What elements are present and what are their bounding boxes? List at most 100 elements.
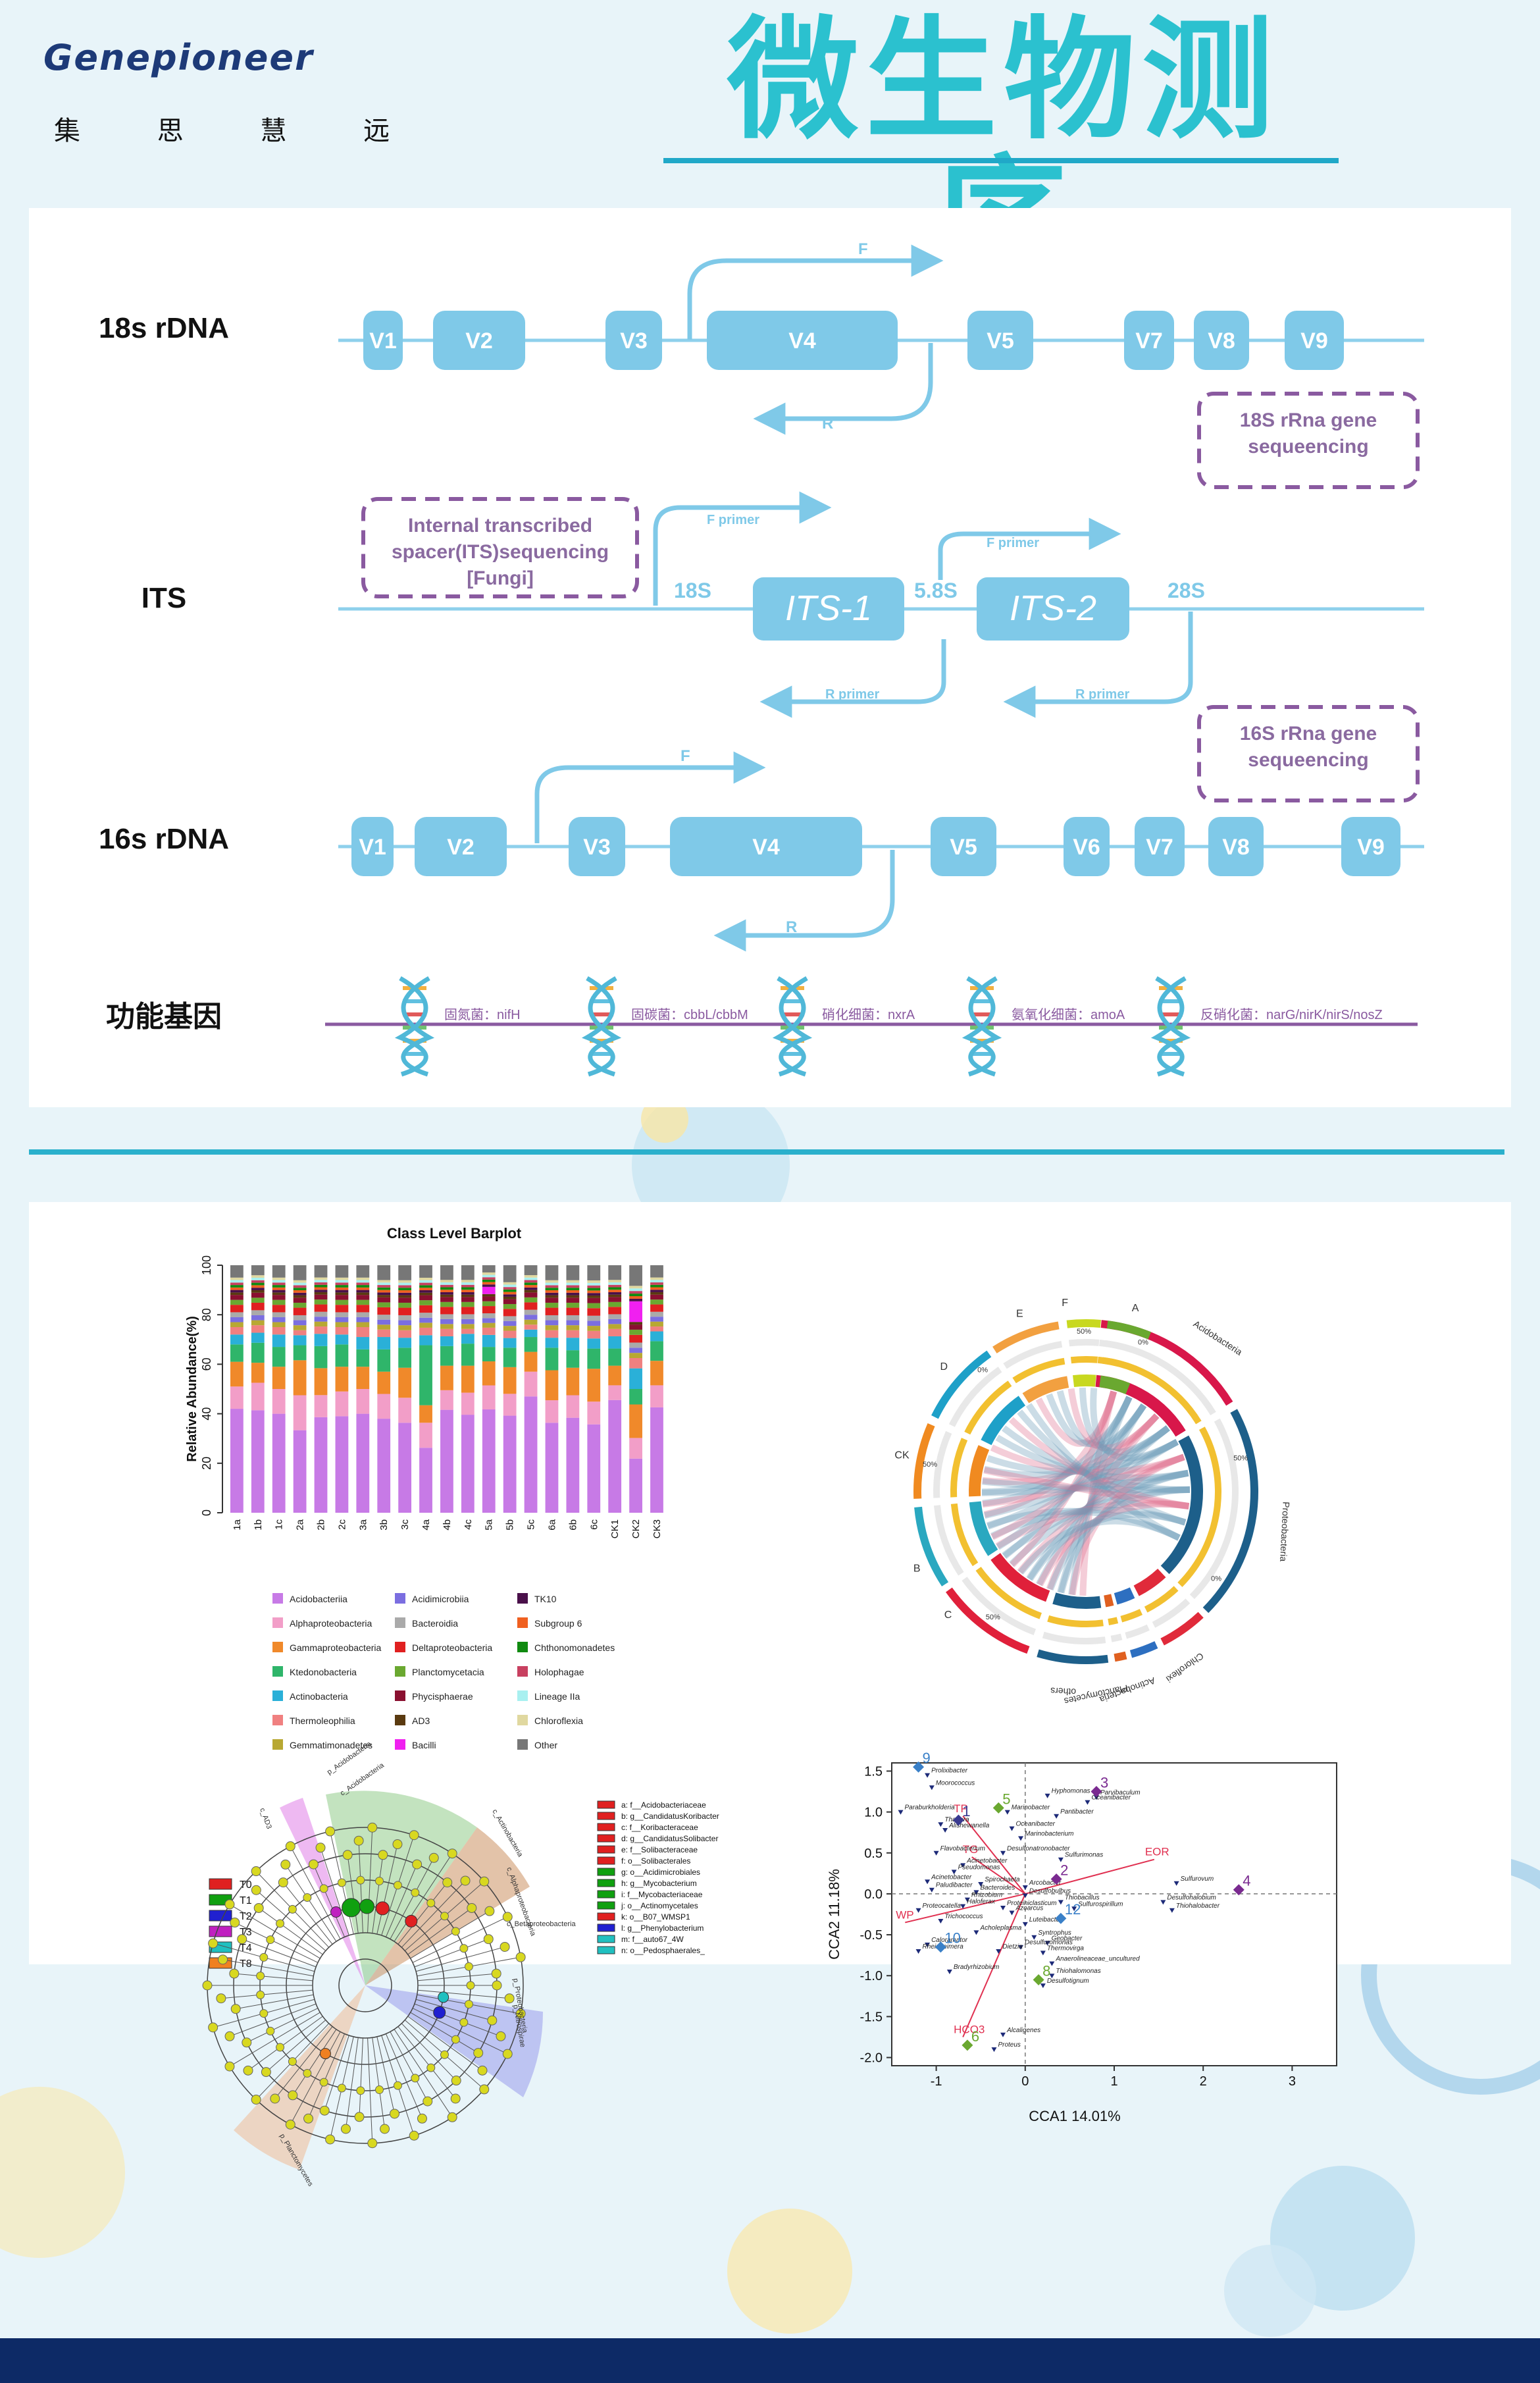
- bar-segment: [272, 1317, 286, 1322]
- bar-segment: [272, 1280, 286, 1283]
- bar-y-tick-label: 20: [200, 1457, 213, 1470]
- cca-species-marker: [973, 1890, 979, 1895]
- bar-segment: [587, 1315, 601, 1321]
- chord-link: [982, 1396, 1133, 1507]
- chord-link: [990, 1506, 1187, 1540]
- chord-link: [1036, 1425, 1170, 1586]
- cca-species-label: Proteus: [998, 2041, 1020, 2049]
- clade-node: [374, 1876, 384, 1885]
- chord-ring-inner: [1097, 1356, 1202, 1425]
- bar-segment: [650, 1287, 663, 1290]
- chord-link: [1046, 1393, 1133, 1448]
- functional-gene-label: 反硝化菌：narG/nirK/nirS/nosZ: [1200, 1007, 1383, 1022]
- chord-link: [1067, 1388, 1160, 1452]
- bar-legend-label: Bacteroidia: [412, 1618, 458, 1629]
- clade-branch: [394, 2029, 453, 2118]
- clade-node: [251, 2094, 261, 2105]
- bar-segment: [503, 1296, 517, 1299]
- bar-segment: [230, 1299, 244, 1305]
- bar-segment: [419, 1265, 432, 1278]
- clade-node: [374, 2085, 384, 2095]
- region-18s-V1-label: V1: [369, 328, 397, 354]
- bar-segment: [377, 1337, 391, 1349]
- bar-segment: [440, 1307, 453, 1315]
- clade-node: [412, 1859, 423, 1870]
- bar-segment: [314, 1294, 328, 1300]
- cca-species-marker: [938, 1918, 944, 1924]
- bar-segment: [482, 1322, 496, 1328]
- clade-node: [483, 1934, 494, 1945]
- bar-segment: [461, 1282, 475, 1285]
- clade-node: [224, 2061, 235, 2072]
- bar-segment: [545, 1288, 559, 1290]
- clade-branch: [417, 1989, 510, 1999]
- logo-brand: Genepioneer: [43, 37, 314, 78]
- bar-legend-label: Ktedonobacteria: [290, 1667, 357, 1677]
- bar-segment: [335, 1292, 349, 1296]
- dna-helix-icon: [1150, 976, 1191, 1077]
- chord-outer-arc: [992, 1321, 1060, 1353]
- cca-plot-frame: [891, 1762, 1337, 2066]
- bar-segment: [272, 1413, 286, 1513]
- bar-legend-label: Gammaproteobacteria: [290, 1642, 382, 1653]
- bar-segment: [251, 1292, 265, 1298]
- bar-segment: [293, 1330, 307, 1336]
- bar-segment: [314, 1265, 328, 1278]
- functional-gene-label: 硝化细菌：nxrA: [822, 1007, 915, 1022]
- bar-legend-swatch: [517, 1690, 528, 1701]
- bar-segment: [398, 1338, 412, 1348]
- f-primer-label-1: F primer: [707, 513, 759, 527]
- bar-legend-label: Other: [534, 1740, 557, 1750]
- bar-segment: [335, 1367, 349, 1392]
- bar-segment: [629, 1301, 642, 1322]
- cca-species-label: Acholeplasma: [979, 1924, 1021, 1931]
- region-16s-V8-label: V8: [1222, 835, 1250, 860]
- clade-node: [303, 2069, 312, 2078]
- bar-segment: [566, 1325, 580, 1330]
- bar-x-tick-label: 1c: [274, 1519, 285, 1530]
- clade-node: [442, 1877, 453, 1888]
- bar-segment: [314, 1311, 328, 1317]
- bar-segment: [251, 1288, 265, 1290]
- bar-segment: [398, 1320, 412, 1326]
- bar-segment: [335, 1290, 349, 1293]
- bar-legend-swatch: [395, 1593, 405, 1604]
- region-18s-V8-label: V8: [1208, 328, 1235, 354]
- cca-species-label: Bradyrhizobium: [954, 1964, 999, 1971]
- dna-helix-icon: [581, 976, 622, 1077]
- bar-segment: [482, 1347, 496, 1362]
- r-primer-label-2: R primer: [1075, 687, 1129, 702]
- bar-x-tick-label: 2a: [295, 1519, 306, 1530]
- bar-segment: [608, 1294, 622, 1297]
- chord-link: [1069, 1453, 1185, 1596]
- bar-segment: [419, 1295, 432, 1301]
- bar-segment: [482, 1318, 496, 1323]
- taxa-legend-label: e: f__Solibacteraceae: [621, 1845, 698, 1854]
- chord-ring: [933, 1430, 952, 1498]
- chord-outer-arc: [1202, 1409, 1258, 1613]
- bar-segment: [545, 1307, 559, 1315]
- chord-link: [983, 1467, 1190, 1509]
- bar-segment: [650, 1299, 663, 1305]
- note-16s-frame: [1197, 705, 1420, 802]
- bar-segment: [398, 1307, 412, 1315]
- chord-outer-arc: [914, 1506, 949, 1586]
- clade-node: [464, 1962, 473, 1971]
- clade-node: [426, 1899, 436, 1908]
- bar-legend-label: Gemmatimonadetes: [290, 1740, 372, 1750]
- chord-link: [982, 1453, 1185, 1508]
- bar-segment: [482, 1313, 496, 1319]
- clade-ring: [338, 1958, 392, 2012]
- bar-segment: [545, 1400, 559, 1423]
- taxa-legend-label: k: o__B07_WMSP1: [621, 1912, 690, 1922]
- clade-node: [256, 1972, 265, 1981]
- bar-segment: [356, 1389, 370, 1414]
- bar-segment: [545, 1297, 559, 1303]
- bar-segment: [545, 1302, 559, 1308]
- r-primer-label-1: R primer: [825, 687, 879, 702]
- dna-strand: [779, 976, 813, 1077]
- bar-segment: [335, 1327, 349, 1335]
- bar-segment: [272, 1305, 286, 1313]
- clade-branch: [398, 2026, 456, 2099]
- bar-segment: [503, 1330, 517, 1338]
